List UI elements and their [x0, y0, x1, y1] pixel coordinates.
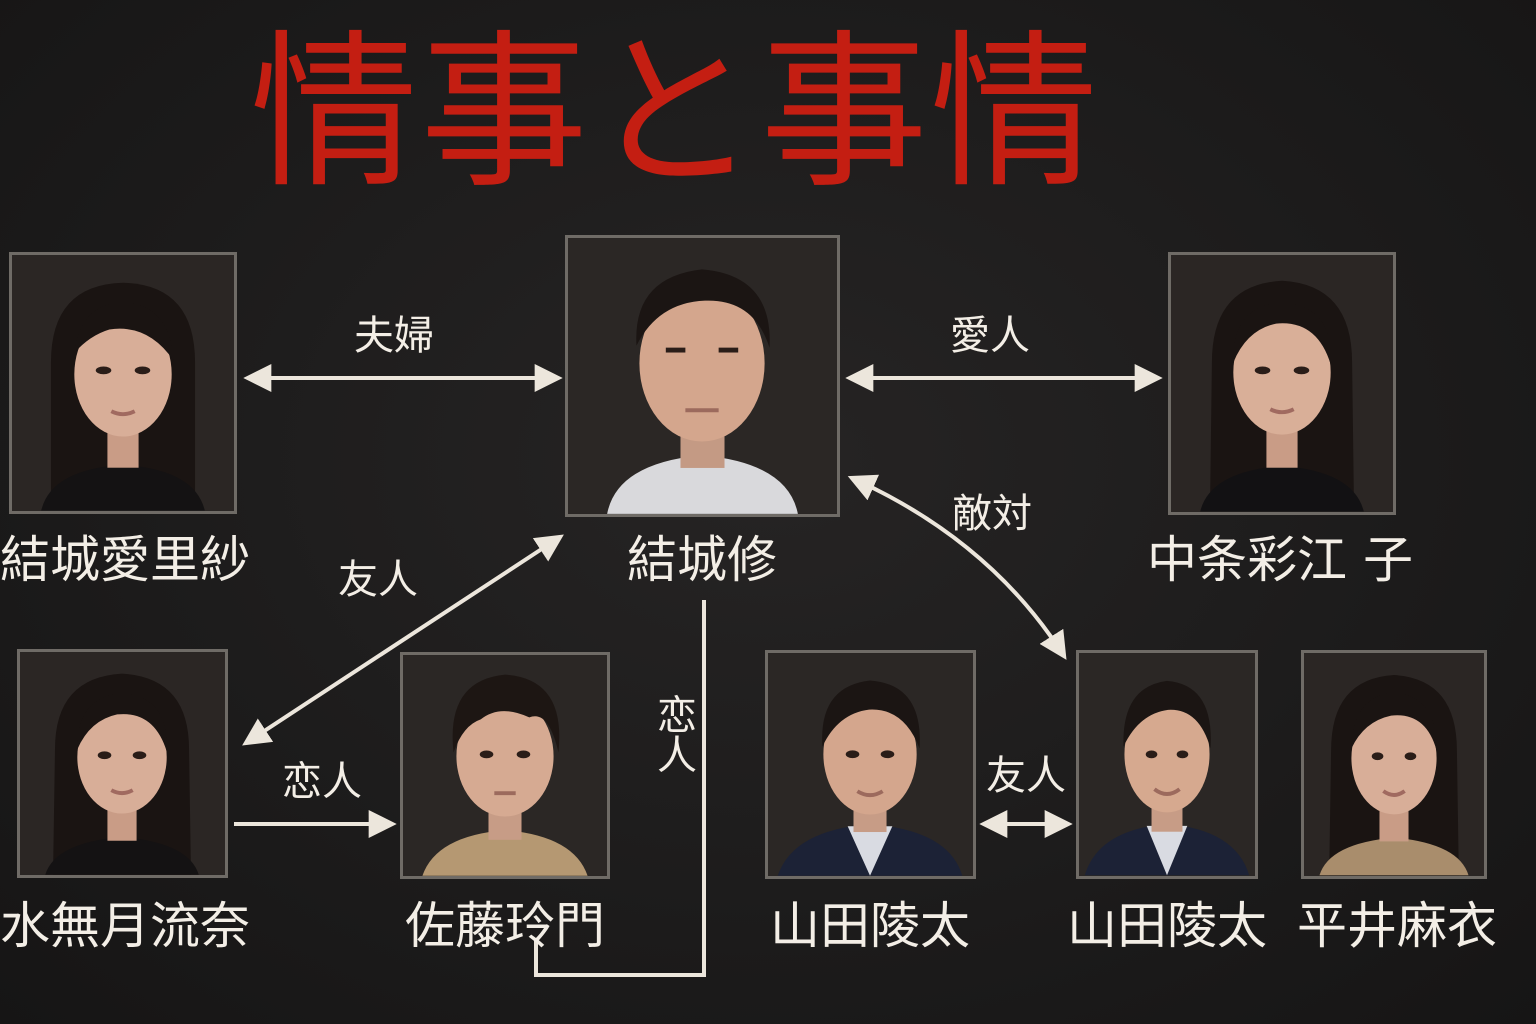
portrait-mai: [1301, 650, 1487, 879]
relation-label-renjin-2: 恋人: [650, 694, 696, 774]
portrait-runa: [17, 649, 228, 878]
man-portrait-icon: [568, 238, 837, 514]
portrait-airisa: [9, 252, 237, 514]
man-portrait-icon: [768, 653, 973, 876]
character-name-osamu: 結城修: [627, 531, 777, 589]
character-name-airisa: 結城愛里紗: [0, 531, 250, 589]
character-name-ryota-1: 山田陵太: [770, 897, 970, 955]
portrait-saeko: [1168, 252, 1396, 515]
relation-label-renjin-1: 恋人: [282, 759, 362, 805]
character-name-reimon: 佐藤玲門: [405, 897, 605, 955]
portrait-ryota-2: [1076, 650, 1258, 879]
portrait-ryota-1: [765, 650, 976, 879]
relation-label-yuujin-1: 友人: [338, 557, 418, 603]
character-name-runa: 水無月流奈: [0, 897, 250, 955]
relation-label-fuufu: 夫婦: [354, 313, 434, 359]
character-name-ryota-2: 山田陵太: [1067, 897, 1267, 955]
relation-label-yuujin-2: 友人: [986, 753, 1066, 799]
portrait-reimon: [400, 652, 610, 879]
diagram-title: 情事と事情: [250, 15, 1100, 211]
woman-portrait-icon: [20, 652, 225, 875]
man-portrait-icon: [403, 655, 607, 876]
woman-portrait-icon: [12, 255, 234, 511]
woman-portrait-icon: [1304, 653, 1484, 876]
man-portrait-icon: [1079, 653, 1255, 876]
relation-label-aijin: 愛人: [950, 313, 1030, 359]
relation-label-tekitai: 敵対: [952, 491, 1032, 537]
woman-portrait-icon: [1171, 255, 1393, 512]
character-name-mai: 平井麻衣: [1297, 897, 1497, 955]
portrait-osamu: [565, 235, 840, 517]
character-name-saeko: 中条彩江 子: [1147, 531, 1413, 589]
